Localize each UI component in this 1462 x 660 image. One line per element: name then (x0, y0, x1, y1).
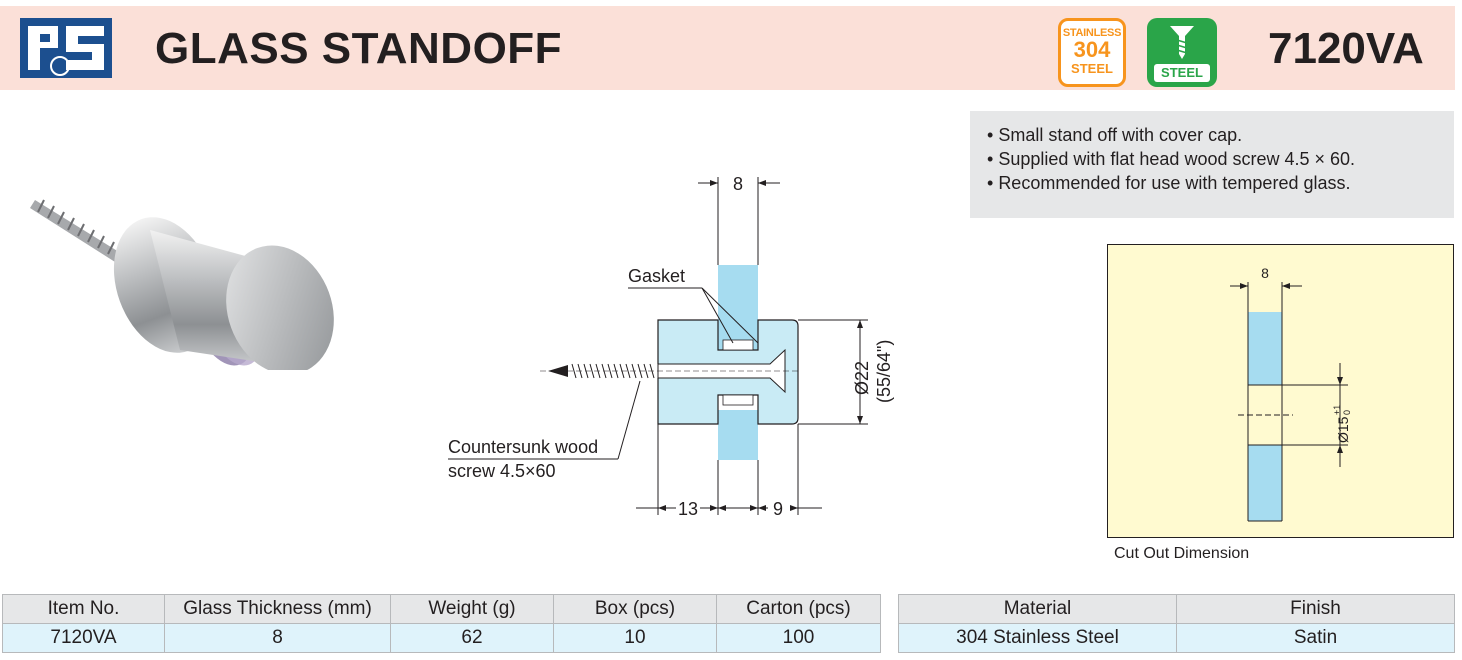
table-row: 7120VA 8 62 10 100 (2, 623, 881, 653)
page-title: GLASS STANDOFF (155, 24, 563, 73)
cutout-glass-lower (1248, 445, 1282, 521)
badge-material-line1: STAINLESS (1062, 27, 1122, 39)
gasket-label: Gasket (628, 266, 685, 286)
gasket-lower (722, 394, 754, 406)
dim-glass-thickness: 8 (733, 174, 743, 194)
screw-label-line2: screw 4.5×60 (448, 461, 556, 481)
table-row: 304 Stainless Steel Satin (898, 623, 1455, 653)
badge-material-line2: 304 (1073, 37, 1111, 62)
screw-thread (30, 199, 140, 274)
header-finish: Finish (1176, 594, 1455, 624)
cell-item-no: 7120VA (2, 623, 165, 653)
feature-item: Recommended for use with tempered glass. (987, 171, 1454, 195)
glass-panel-lower (718, 410, 758, 460)
dim-right-depth: 9 (773, 499, 783, 519)
badge-material-line3: STEEL (1071, 61, 1113, 76)
screw-icon (1170, 26, 1194, 59)
features-list: Small stand off with cover cap. Supplied… (970, 111, 1454, 218)
cutout-dim-glass: 8 (1261, 265, 1269, 281)
cutout-diagram: 8 Ø15 +1 0 (1107, 244, 1454, 538)
header-box: Box (pcs) (553, 594, 717, 624)
material-table: Material Finish 304 Stainless Steel Sati… (898, 594, 1455, 653)
cell-weight: 62 (390, 623, 554, 653)
item-code: 7120VA (1268, 24, 1424, 73)
cell-finish: Satin (1176, 623, 1455, 653)
header-item-no: Item No. (2, 594, 165, 624)
countersunk-screw (540, 348, 800, 394)
cutout-tol-lower: 0 (1342, 410, 1352, 415)
badge-screw-label: STEEL (1154, 64, 1210, 82)
cutout-caption: Cut Out Dimension (1114, 545, 1250, 562)
cutout-tol-upper: +1 (1332, 405, 1342, 415)
cell-material: 304 Stainless Steel (898, 623, 1177, 653)
header-material: Material (898, 594, 1177, 624)
header-glass-thickness: Glass Thickness (mm) (164, 594, 391, 624)
product-photo (30, 199, 334, 370)
steel-screw-badge: STEEL (1147, 18, 1217, 87)
cell-carton: 100 (716, 623, 881, 653)
feature-item: Supplied with flat head wood screw 4.5 ×… (987, 147, 1454, 171)
cell-box: 10 (553, 623, 717, 653)
header-carton: Carton (pcs) (716, 594, 881, 624)
cutout-glass-upper (1248, 312, 1282, 385)
dim-diameter-inch: (55/64") (874, 340, 894, 403)
header-weight: Weight (g) (390, 594, 554, 624)
gasket-upper (722, 339, 754, 351)
product-spec-table: Item No. Glass Thickness (mm) Weight (g)… (2, 594, 881, 653)
dim-diameter: Ø22 (852, 361, 872, 395)
cross-section-drawing: 8 Gasket Ø22 (55/64") Countersunk wood s… (448, 174, 894, 519)
header-bar: GLASS STANDOFF STAINLESS 304 STEEL STEEL… (0, 6, 1455, 90)
feature-item: Small stand off with cover cap. (987, 123, 1454, 147)
cutout-dim-hole: Ø15 (1335, 416, 1351, 443)
brand-logo (20, 18, 112, 78)
cell-glass-thickness: 8 (164, 623, 391, 653)
dim-left-depth: 13 (678, 499, 698, 519)
stainless-304-badge: STAINLESS 304 STEEL (1058, 18, 1126, 87)
screw-label-line1: Countersunk wood (448, 437, 598, 457)
